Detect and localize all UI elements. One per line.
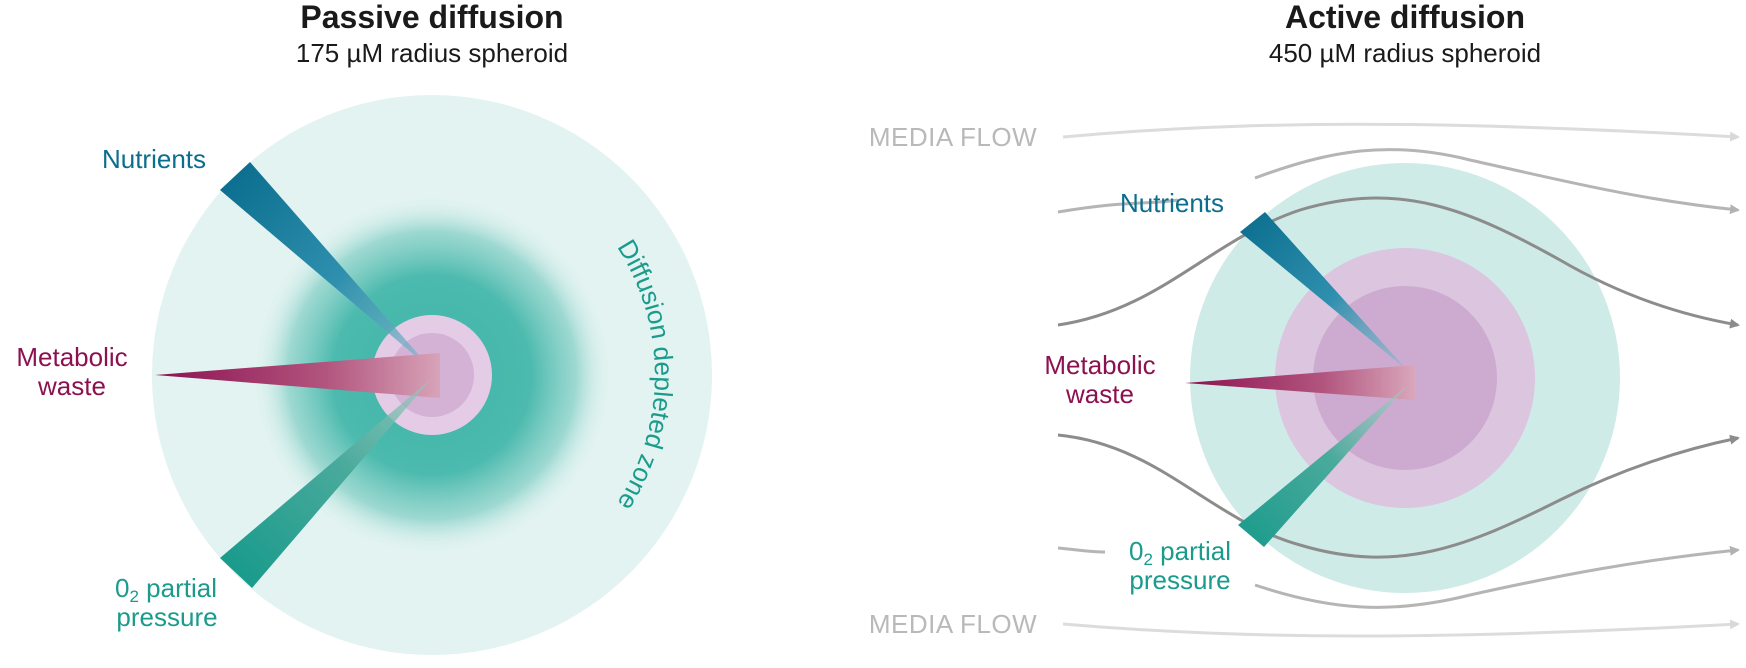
active-waste-wedge: [1185, 365, 1415, 400]
passive-nutrients-wedge: [220, 162, 432, 370]
media-flow-line-4: [1057, 433, 1740, 559]
active-waste-label-2: waste: [1065, 379, 1134, 409]
media-flow-label-bottom: MEDIA FLOW: [869, 609, 1037, 639]
active-oxygen-label-1: 02 partial: [1129, 536, 1231, 569]
active-oxygen-wedge: [1238, 386, 1407, 547]
active-title: Active diffusion: [1285, 0, 1525, 35]
passive-subtitle: 175 µM radius spheroid: [296, 38, 568, 68]
media-flow-line-2: [1057, 148, 1738, 212]
media-flow-line-1: [1062, 122, 1740, 142]
active-panel: Active diffusion 450 µM radius spheroid …: [869, 0, 1738, 639]
media-flow-line-5: [1057, 548, 1738, 609]
media-flow-line-6: [1062, 619, 1740, 638]
passive-oxygen-wedge: [220, 378, 432, 588]
active-waste-label-1: Metabolic: [1044, 350, 1155, 380]
passive-oxygen-label-2: pressure: [116, 602, 217, 632]
active-oxygen-label-2: pressure: [1129, 565, 1230, 595]
passive-panel: Passive diffusion 175 µM radius spheroid…: [16, 0, 712, 655]
active-nutrients-label: Nutrients: [1120, 188, 1224, 218]
media-flow-line-3: [1057, 196, 1740, 329]
passive-waste-wedge: [155, 353, 440, 398]
passive-nutrients-label: Nutrients: [102, 144, 206, 174]
media-flow-label-top: MEDIA FLOW: [869, 122, 1037, 152]
active-nutrients-wedge: [1240, 212, 1407, 370]
passive-waste-label-1: Metabolic: [16, 342, 127, 372]
active-subtitle: 450 µM radius spheroid: [1269, 38, 1541, 68]
passive-oxygen-label-1: 02 partial: [115, 573, 217, 606]
passive-waste-label-2: waste: [37, 371, 106, 401]
passive-title: Passive diffusion: [300, 0, 563, 35]
